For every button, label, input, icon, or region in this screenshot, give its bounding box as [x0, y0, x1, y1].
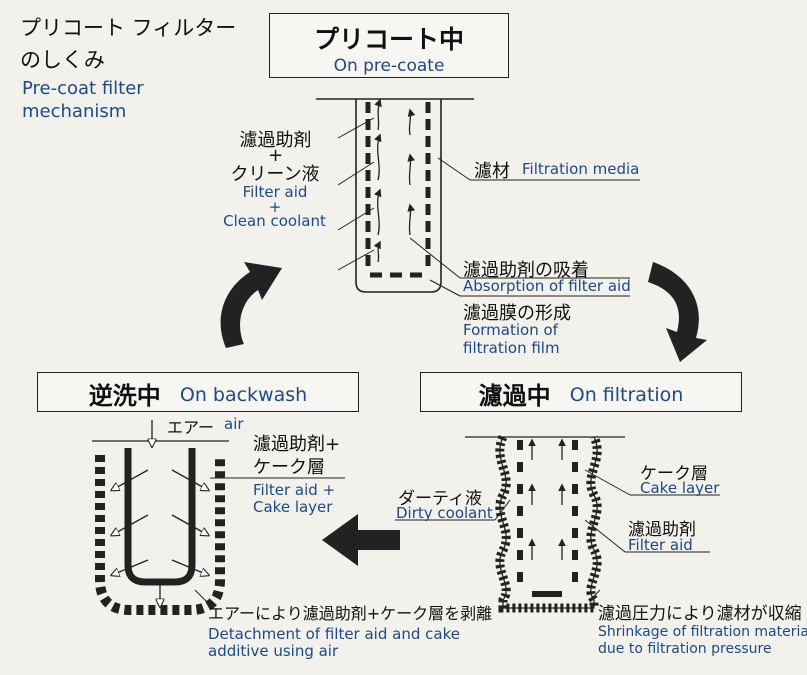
precoat-absorb-jp: 濾過助剤の吸着	[463, 260, 589, 281]
precoat-media-jp: 濾材	[474, 161, 510, 182]
backwash-air-jp: エアー	[167, 418, 215, 437]
precoat-header-box: プリコート中 On pre-coate	[269, 13, 509, 78]
filtration-dirty-en: Dirty coolant	[396, 504, 493, 522]
precoat-aid-en1: Filter aid	[242, 183, 308, 201]
backwash-header-jp: 逆洗中	[88, 382, 161, 410]
filtration-shrink-en2: due to filtration pressure	[598, 641, 772, 657]
precoat-aid-jp2: クリーン液	[230, 164, 320, 185]
filtration-aid-en: Filter aid	[628, 536, 693, 554]
filtration-header-en: On filtration	[569, 384, 684, 406]
precoat-vessel	[316, 98, 640, 297]
filtration-header-box: 濾過中 On filtration	[420, 372, 742, 412]
backwash-element	[92, 420, 345, 615]
filtration-cake-en: Cake layer	[640, 479, 720, 497]
precoat-film-jp: 濾過膜の形成	[463, 303, 571, 324]
filtration-header-jp: 濾過中	[478, 382, 551, 410]
precoat-plus1: +	[267, 145, 284, 166]
backwash-cake-jp1: 濾過助剤+	[253, 434, 341, 455]
backwash-cake-en2: Cake layer	[253, 498, 333, 516]
precoat-aid-en2: Clean coolant	[223, 212, 326, 230]
title-en-line1: Pre-coat filter	[22, 78, 144, 99]
backwash-header-en: On backwash	[179, 384, 308, 406]
backwash-header-box: 逆洗中 On backwash	[37, 372, 359, 412]
filtration-shrink-jp: 濾過圧力により濾材が収縮	[598, 604, 802, 624]
backwash-detach-jp: エアーにより濾過助剤+ケーク層を剥離	[208, 604, 493, 623]
filtration-dirty-jp: ダーティ液	[398, 489, 482, 509]
precoat-plus2: +	[268, 198, 282, 216]
precoat-aid-jp1: 濾過助剤	[239, 130, 312, 151]
title-en-line2: mechanism	[22, 101, 127, 122]
backwash-cake-en1: Filter aid +	[253, 481, 336, 499]
filtration-aid-jp: 濾過助剤	[628, 520, 696, 540]
backwash-air-en: air	[224, 415, 244, 433]
precoat-header-jp: プリコート中	[313, 25, 464, 54]
filtration-cake-jp: ケーク層	[640, 464, 708, 484]
backwash-detach-en2: additive using air	[208, 642, 339, 660]
precoat-header-en: On pre-coate	[333, 56, 445, 76]
cycle-arrows	[220, 262, 707, 566]
title-jp-line2: のしくみ	[20, 48, 105, 72]
filtration-element	[395, 435, 720, 613]
precoat-film-en2: filtration film	[463, 339, 560, 357]
filtration-shrink-en1: Shrinkage of filtration material	[598, 624, 807, 640]
backwash-detach-en1: Detachment of filter aid and cake	[208, 625, 460, 643]
precoat-film-en1: Formation of	[463, 321, 558, 339]
backwash-cake-jp2: ケーク層	[253, 457, 325, 478]
precoat-absorb-en: Absorption of filter aid	[463, 277, 631, 295]
title-jp-line1: プリコート フィルター	[20, 16, 237, 40]
precoat-media-en: Filtration media	[522, 160, 640, 178]
